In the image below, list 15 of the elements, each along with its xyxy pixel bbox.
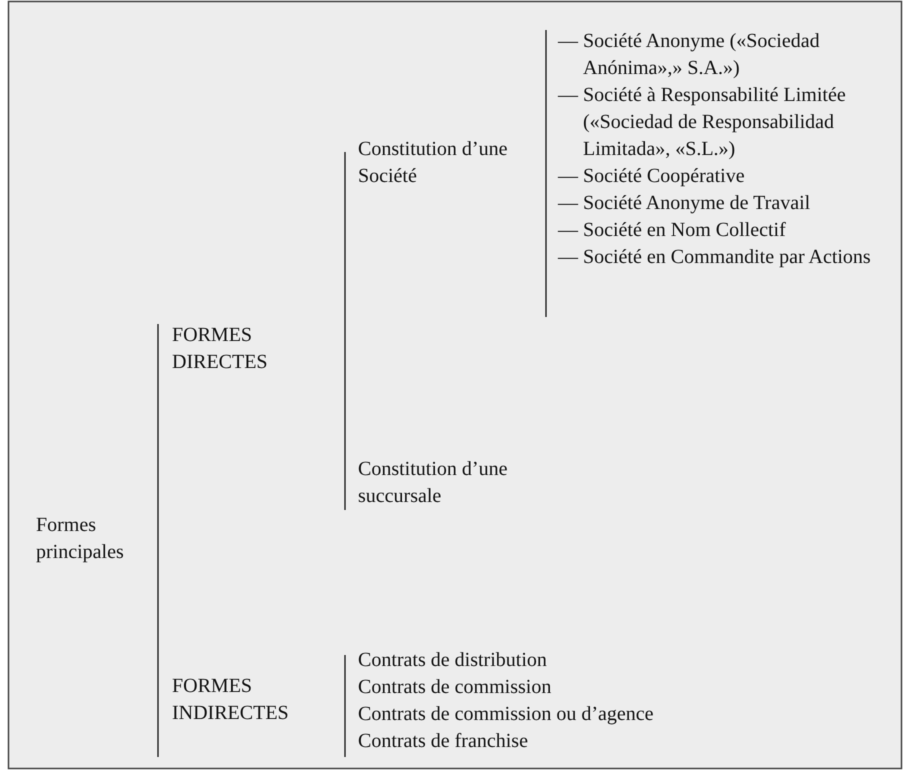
- tree-label: Contrats de distribution: [358, 647, 778, 674]
- tree-label: — Société en Commandite par Actions: [558, 244, 910, 271]
- tree-label: — Société à Responsabilité Limitée («Sociedad de Responsabilidad Limitada», «S.L.»): [558, 82, 910, 163]
- tree-label: Contrats de franchise: [358, 728, 778, 755]
- tree-label: Formes principales: [36, 512, 166, 566]
- tree-label: — Société Anonyme («Sociedad Anónima»,» S.A.»): [558, 28, 910, 82]
- tree-label: Contrats de commission ou d’agence: [358, 701, 778, 728]
- tree-label: FORMES DIRECTES: [172, 322, 342, 376]
- tree-label: — Société Anonyme de Travail: [558, 190, 910, 217]
- tree-label: Constitution d’une Société: [358, 136, 538, 190]
- tree-label: FORMES INDIRECTES: [172, 673, 342, 727]
- tree-label: Constitution d’une succursale: [358, 456, 558, 510]
- tree-label: — Société Coopérative: [558, 163, 910, 190]
- tree-label: — Société en Nom Collectif: [558, 217, 910, 244]
- tree-label: Contrats de commission: [358, 674, 778, 701]
